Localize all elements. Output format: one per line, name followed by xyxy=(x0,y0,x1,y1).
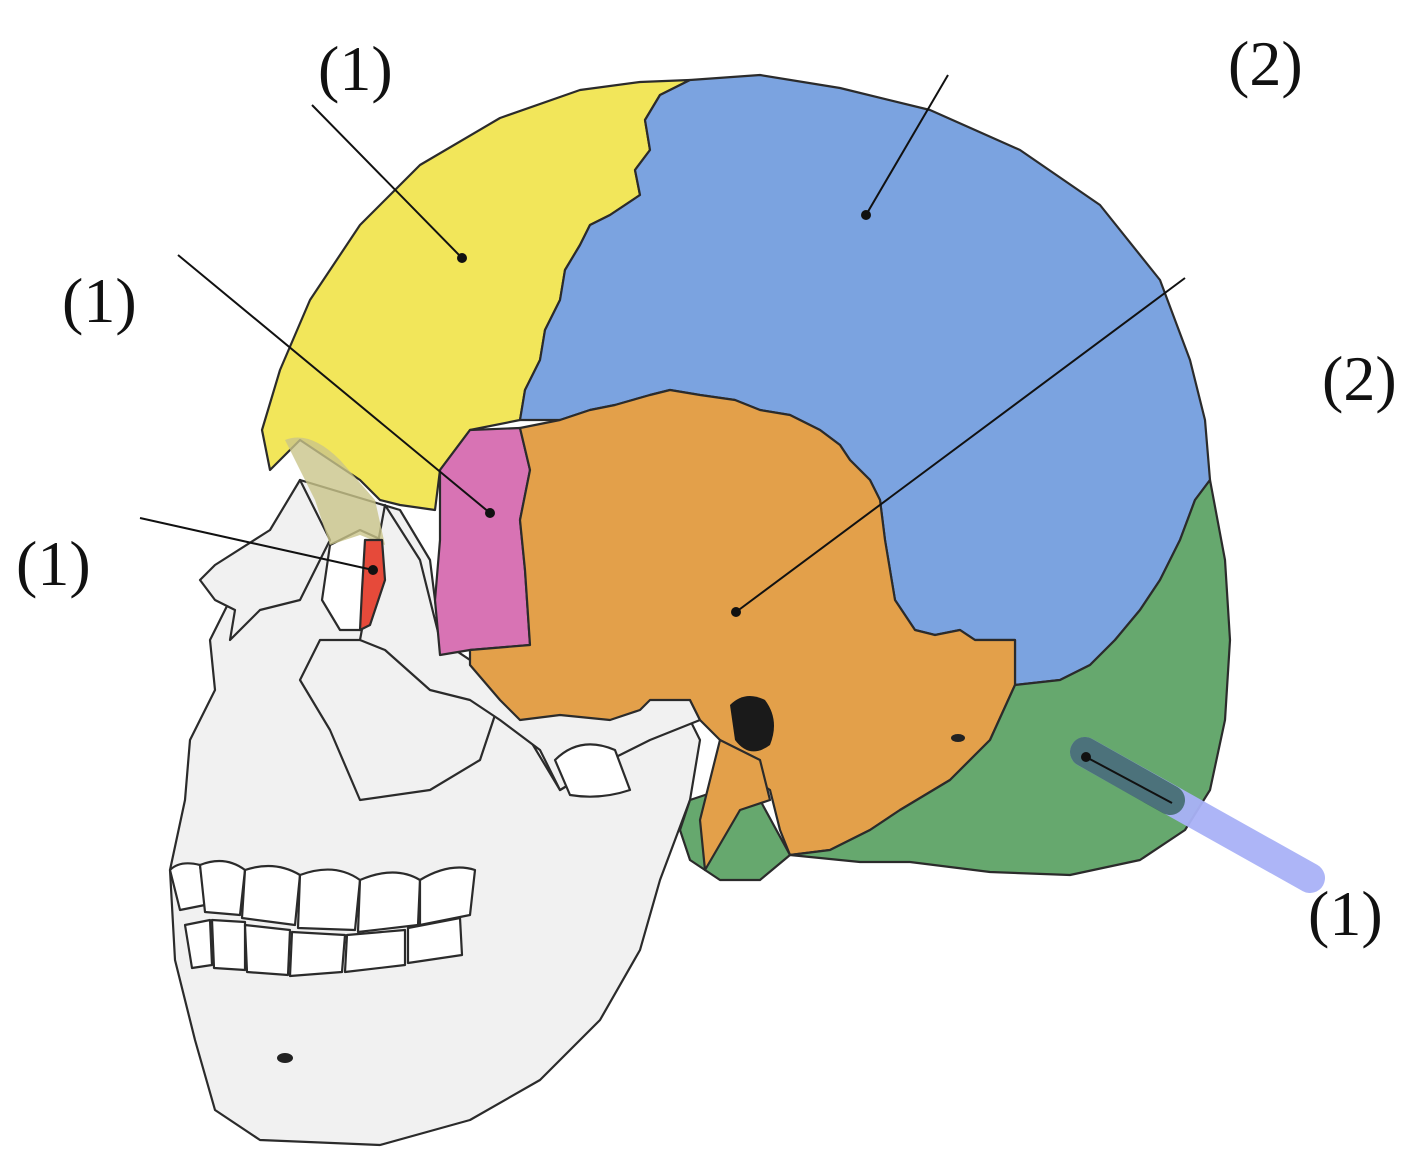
label-occipital: (1) xyxy=(1308,878,1383,949)
mandibular-notch xyxy=(553,743,632,798)
leader-line-temporal xyxy=(735,277,1186,613)
leader-dot-sphenoid xyxy=(485,508,495,518)
label-temporal: (2) xyxy=(1322,343,1397,414)
leader-dot-lacrimal xyxy=(368,565,378,575)
label-lacrimal: (1) xyxy=(16,528,91,599)
leader-dot-parietal xyxy=(861,210,871,220)
frontal-orbit-shadow xyxy=(285,437,385,545)
leader-line-parietal xyxy=(865,74,949,216)
lower-teeth xyxy=(183,916,464,978)
nasal-bone xyxy=(198,478,332,642)
mastoid-foramen xyxy=(951,734,965,742)
leader-dot-occipital xyxy=(1081,752,1091,762)
leader-line-frontal xyxy=(311,104,463,259)
lacrimal-bone xyxy=(358,538,387,632)
leader-line-occipital xyxy=(1085,756,1173,804)
sphenoid-bone xyxy=(433,426,532,657)
highlight-marker-shadow xyxy=(1070,737,1185,815)
leader-lines xyxy=(139,74,1186,804)
styloid-process xyxy=(698,738,772,872)
ear-canal xyxy=(730,696,774,752)
leader-line-lacrimal xyxy=(139,517,374,571)
label-parietal: (2) xyxy=(1228,28,1303,99)
leader-dot-frontal xyxy=(457,253,467,263)
mental-foramen xyxy=(277,1053,293,1063)
upper-teeth xyxy=(168,859,477,934)
label-sphenoid: (1) xyxy=(62,265,137,336)
leader-dot-temporal xyxy=(731,607,741,617)
leader-line-sphenoid xyxy=(177,254,491,514)
labels: (1) (2) (1) (2) (1) (1) xyxy=(16,28,1397,949)
label-frontal: (1) xyxy=(318,33,393,104)
